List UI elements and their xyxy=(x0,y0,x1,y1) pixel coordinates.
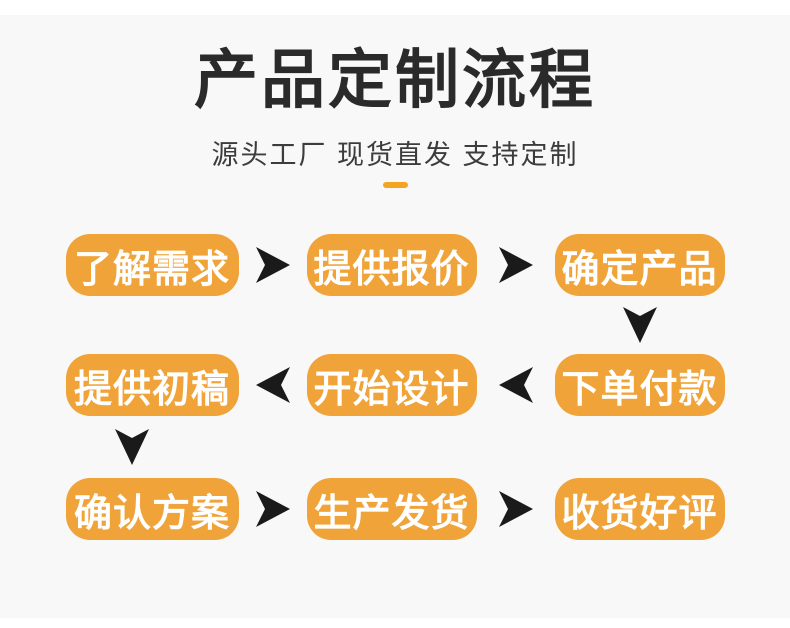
step-box-5: 开始设计 xyxy=(306,354,477,416)
step-box-7: 确认方案 xyxy=(65,478,239,540)
step-box-4: 下单付款 xyxy=(554,354,725,416)
step-box-8: 生产发货 xyxy=(306,478,477,540)
arrow-left-icon xyxy=(239,354,307,416)
flow-diagram: 了解需求 提供报价 确定产品 提供初稿 开始设计 下单付款 确认方案 xyxy=(65,234,725,540)
arrow-right-icon xyxy=(239,234,307,296)
step-box-9: 收货好评 xyxy=(554,478,725,540)
title-underline-accent xyxy=(382,182,408,188)
arrow-down-icon xyxy=(46,416,219,478)
page-title: 产品定制流程 xyxy=(194,44,596,116)
step-box-2: 提供报价 xyxy=(306,234,477,296)
arrow-right-icon xyxy=(477,478,555,540)
page-subtitle: 源头工厂 现货直发 支持定制 xyxy=(211,140,579,170)
step-box-1: 了解需求 xyxy=(65,234,239,296)
arrow-right-icon xyxy=(477,234,555,296)
arrow-left-icon xyxy=(477,354,555,416)
arrow-right-icon xyxy=(239,478,307,540)
infographic-panel: 产品定制流程 源头工厂 现货直发 支持定制 了解需求 提供报价 确定产品 提供初… xyxy=(0,15,790,618)
arrow-down-icon xyxy=(555,296,725,354)
step-box-6: 提供初稿 xyxy=(65,354,239,416)
step-box-3: 确定产品 xyxy=(554,234,725,296)
